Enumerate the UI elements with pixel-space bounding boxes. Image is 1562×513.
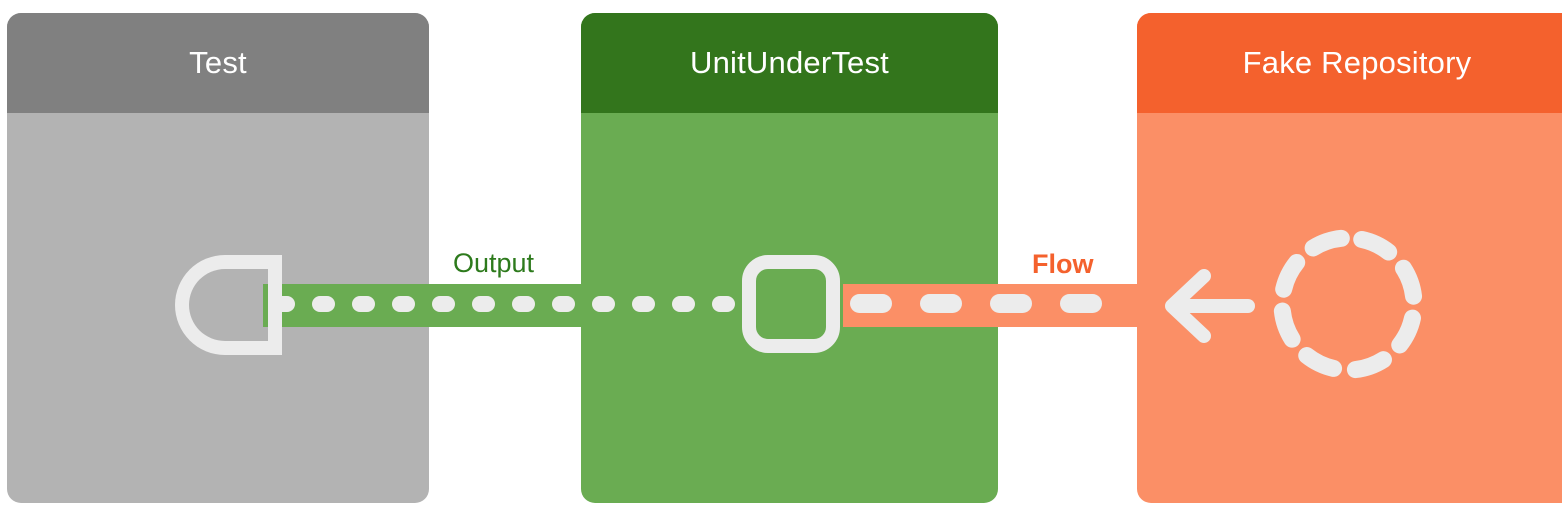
output-dash: [472, 296, 495, 312]
output-dash: [352, 296, 375, 312]
flow-dash: [850, 294, 892, 313]
panel-test-header: Test: [7, 13, 429, 113]
panel-test-title: Test: [189, 45, 247, 80]
panel-fake-repository-title: Fake Repository: [1242, 45, 1472, 80]
panel-unit-under-test-title: UnitUnderTest: [689, 45, 889, 80]
output-dash: [552, 296, 575, 312]
output-dash: [312, 296, 335, 312]
connection-label-flow: Flow: [1027, 249, 1099, 280]
output-dash: [392, 296, 415, 312]
panel-test[interactable]: Test: [7, 13, 429, 503]
output-dash: [632, 296, 655, 312]
flow-dash: [990, 294, 1032, 313]
output-dash: [592, 296, 615, 312]
panel-fake-repository-header: Fake Repository: [1137, 13, 1562, 113]
output-dash: [432, 296, 455, 312]
d-shaped-port-icon: [175, 255, 282, 355]
dashed-circle-icon: [1273, 229, 1423, 379]
flow-dash: [1060, 294, 1102, 313]
output-dash: [672, 296, 695, 312]
output-dash: [712, 296, 735, 312]
flow-dash: [920, 294, 962, 313]
output-dash: [512, 296, 535, 312]
rounded-square-connector-icon: [742, 255, 840, 353]
panel-unit-under-test[interactable]: UnitUnderTest: [581, 13, 998, 503]
panel-unit-under-test-header: UnitUnderTest: [581, 13, 998, 113]
left-arrow-icon: [1165, 269, 1255, 343]
panel-fake-repository[interactable]: Fake Repository: [1137, 13, 1562, 503]
connection-label-output: Output: [448, 248, 540, 279]
